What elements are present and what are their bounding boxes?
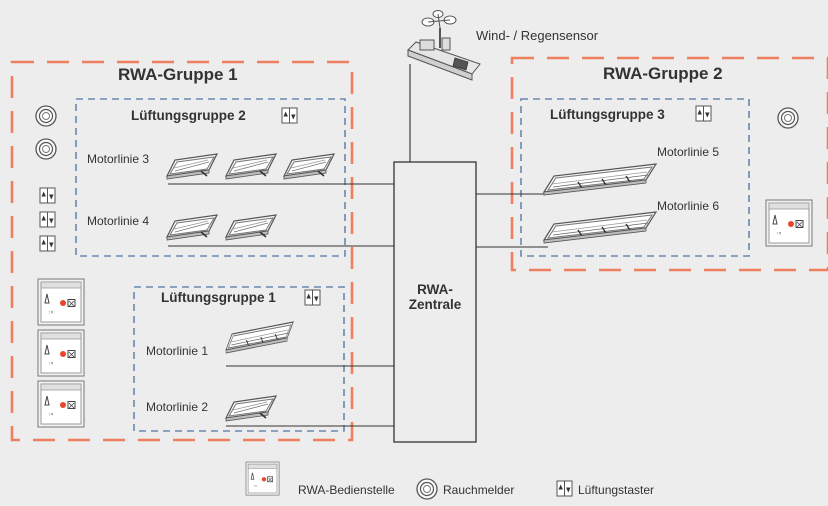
rwa-group-1-title: RWA-Gruppe 1 <box>118 65 238 84</box>
window-ml3-3 <box>283 153 335 180</box>
central-unit-box <box>393 161 477 443</box>
window-ml4-2 <box>225 214 277 241</box>
vent-button-icon <box>695 105 712 122</box>
vent-button-icon <box>281 107 298 124</box>
legend-vent-button-icon <box>556 480 573 497</box>
smoke-detector-icon <box>35 105 57 127</box>
vent-button-icon <box>39 235 56 252</box>
window-ml3-1 <box>166 153 218 180</box>
wind-rain-sensor-icon <box>407 10 481 81</box>
vent-button-icon <box>304 289 321 306</box>
window-ml3-2 <box>225 153 277 180</box>
vent-group-3-title: Lüftungsgruppe 3 <box>550 107 665 122</box>
central-unit-label: RWA- Zentrale <box>408 282 462 312</box>
rwa-control-station-icon <box>37 380 85 428</box>
motor-line-6-label: Motorlinie 6 <box>657 199 720 213</box>
vent-group-2-title: Lüftungsgruppe 2 <box>131 108 246 123</box>
rwa-group-2-title: RWA-Gruppe 2 <box>603 64 723 83</box>
legend-control-station-icon <box>245 461 280 496</box>
window-ml4-1 <box>166 214 218 241</box>
vent-button-icon <box>39 187 56 204</box>
window-ml6-1 <box>543 211 657 244</box>
wind-rain-sensor-label: Wind- / Regensensor <box>476 28 599 43</box>
legend-smoke-detector-label: Rauchmelder <box>443 483 515 497</box>
vent-group-3-border <box>520 98 750 257</box>
rwa-control-station-icon <box>765 199 813 247</box>
motor-line-5-label: Motorlinie 5 <box>657 145 720 159</box>
vent-button-icon <box>39 211 56 228</box>
vent-group-2-border <box>75 98 346 257</box>
window-ml5-1 <box>543 163 657 196</box>
legend-control-station-label: RWA-Bedienstelle <box>298 483 395 497</box>
rwa-control-station-icon <box>37 278 85 326</box>
vent-group-1-border <box>133 286 345 432</box>
legend-vent-button-label: Lüftungstaster <box>578 483 655 497</box>
motor-line-2-label: Motorlinie 2 <box>146 400 209 414</box>
motor-line-1-label: Motorlinie 1 <box>146 344 209 358</box>
legend-smoke-detector-icon <box>416 478 438 500</box>
rwa-control-station-icon <box>37 329 85 377</box>
vent-group-1-title: Lüftungsgruppe 1 <box>161 290 276 305</box>
window-ml1-1 <box>225 321 294 354</box>
smoke-detector-icon <box>777 107 799 129</box>
motor-line-4-label: Motorlinie 4 <box>87 214 150 228</box>
window-ml2-1 <box>225 395 277 422</box>
rwa-group-2-border <box>510 56 828 272</box>
smoke-detector-icon <box>35 138 57 160</box>
motor-line-3-label: Motorlinie 3 <box>87 152 150 166</box>
rwa-group-1-border <box>10 60 354 442</box>
connection-lines <box>168 64 548 427</box>
